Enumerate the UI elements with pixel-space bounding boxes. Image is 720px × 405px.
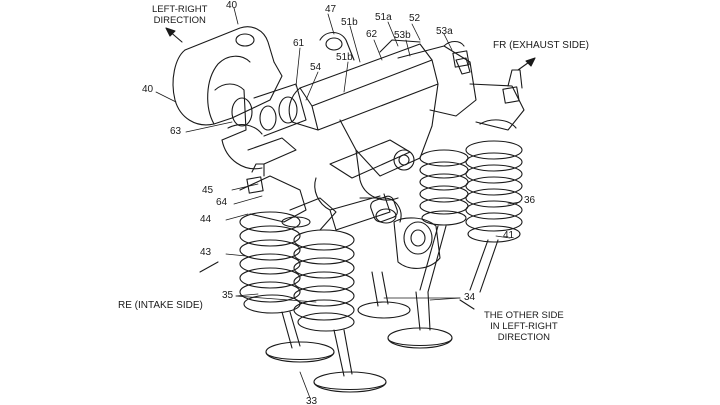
intake-rocker-arms: [240, 164, 336, 230]
left-right-line-1: LEFT-RIGHT: [152, 4, 207, 15]
direction-arrows: [166, 28, 535, 309]
fr-exhaust-side-label: FR (EXHAUST SIDE): [493, 40, 589, 51]
ref-51a: 51a: [375, 12, 392, 23]
ref-53a: 53a: [436, 26, 453, 37]
ref-40: 40: [142, 84, 153, 95]
ref-41: 41: [503, 230, 514, 241]
ref-51b-top: 51b: [341, 17, 358, 28]
ref-64: 64: [216, 197, 227, 208]
other-side-line-2: IN LEFT-RIGHT: [484, 321, 564, 332]
ref-45: 45: [202, 185, 213, 196]
spring-exhaust-2: [420, 150, 468, 225]
ref-51b-mid: 51b: [336, 52, 353, 63]
other-side-direction-label: THE OTHER SIDE IN LEFT-RIGHT DIRECTION: [484, 310, 564, 343]
ref-47: 47: [325, 4, 336, 15]
ref-53b: 53b: [394, 30, 411, 41]
ref-54: 54: [310, 62, 321, 73]
exhaust-rocker-arms: [398, 42, 524, 131]
left-right-direction-label: LEFT-RIGHT DIRECTION: [152, 4, 207, 26]
re-intake-side-label: RE (INTAKE SIDE): [118, 300, 203, 311]
ref-63: 63: [170, 126, 181, 137]
leader-lines: [156, 8, 520, 398]
ref-34: 34: [464, 292, 475, 303]
ref-61: 61: [293, 38, 304, 49]
other-side-line-3: DIRECTION: [484, 332, 564, 343]
ref-35: 35: [222, 290, 233, 301]
exhaust-valve-springs: [420, 141, 522, 292]
valves: [266, 272, 452, 392]
spring-35: [294, 230, 354, 331]
ref-33: 33: [306, 396, 317, 405]
ref-44: 44: [200, 214, 211, 225]
exhaust-camshaft: [173, 27, 306, 169]
spring-36: [466, 141, 522, 242]
ref-43: 43: [200, 247, 211, 258]
ref-52: 52: [409, 13, 420, 24]
ref-40-top: 40: [226, 0, 237, 11]
other-side-line-1: THE OTHER SIDE: [484, 310, 564, 321]
left-right-line-2: DIRECTION: [152, 15, 207, 26]
ref-36: 36: [524, 195, 535, 206]
ref-62: 62: [366, 29, 377, 40]
